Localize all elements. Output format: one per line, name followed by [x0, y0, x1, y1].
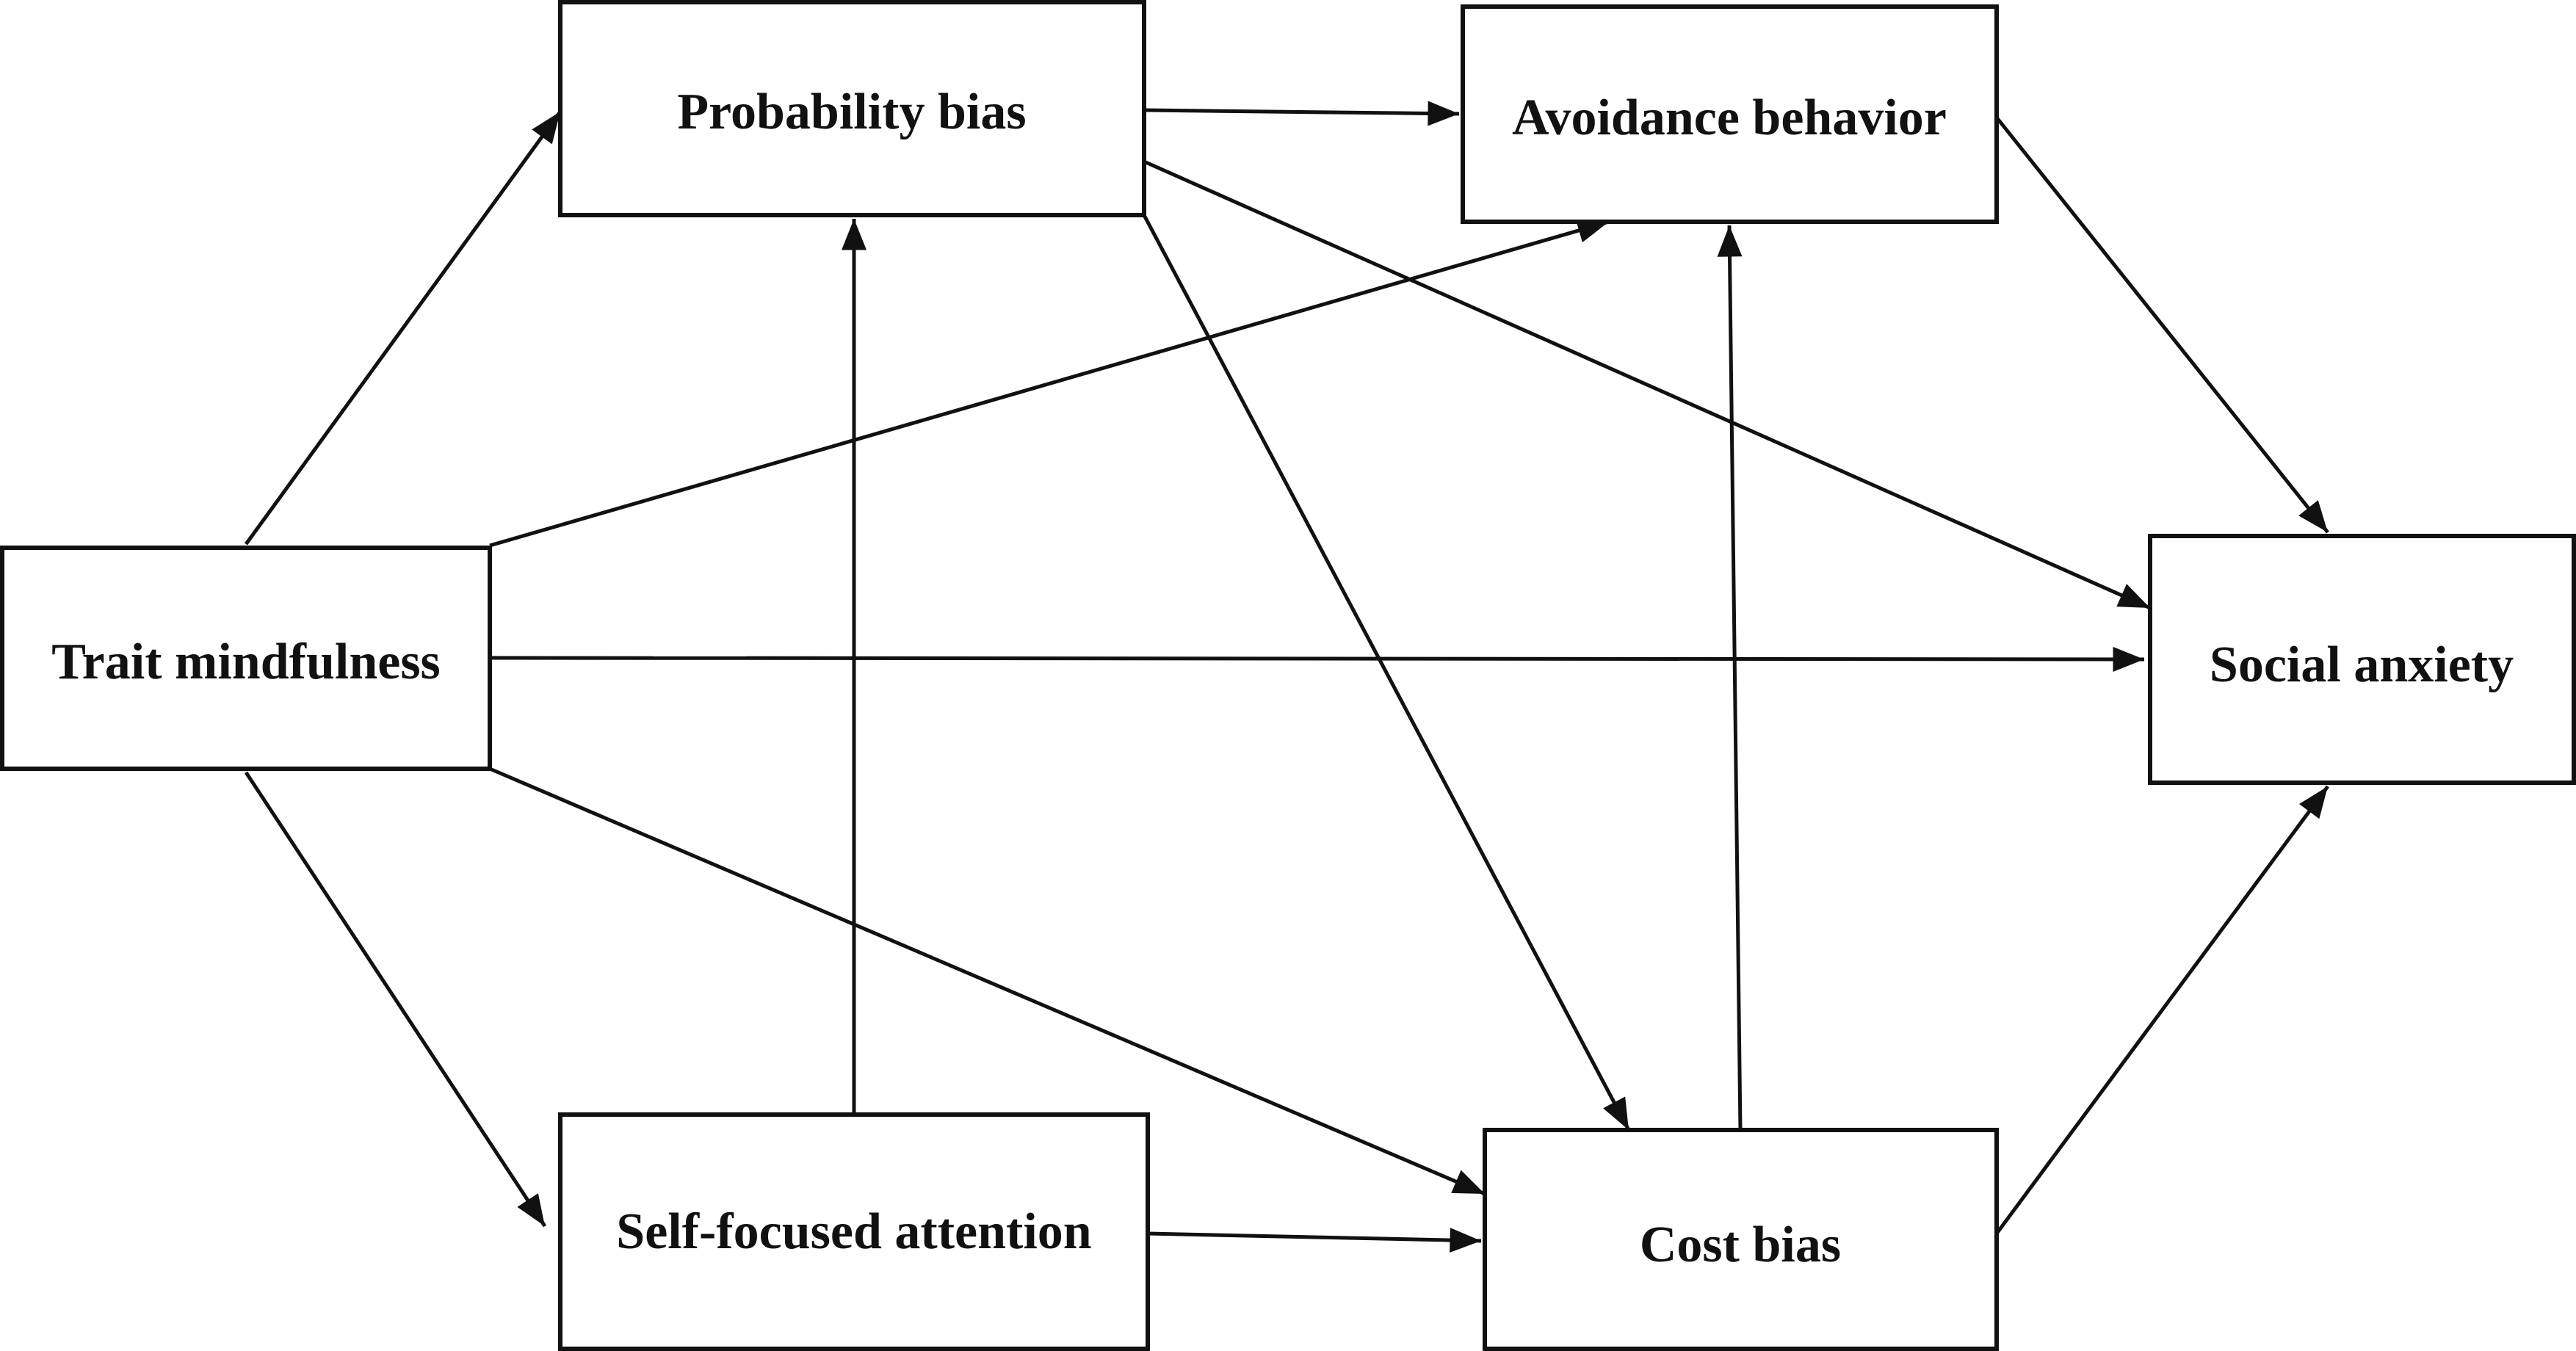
node-trait-mindfulness: Trait mindfulness [0, 546, 492, 771]
node-label-self-focused-attention: Self-focused attention [616, 1203, 1091, 1260]
node-self-focused-attention: Self-focused attention [558, 1112, 1150, 1351]
edge-avoidance-behavior-to-social-anxiety [1995, 116, 2329, 534]
node-social-anxiety: Social anxiety [2148, 534, 2576, 785]
node-cost-bias: Cost bias [1483, 1128, 1999, 1351]
edges-layer [244, 101, 2330, 1253]
edge-trait-mindfulness-to-social-anxiety [489, 646, 2145, 672]
node-probability-bias: Probability bias [558, 0, 1146, 217]
edge-trait-mindfulness-to-cost-bias [489, 767, 1486, 1196]
edge-trait-mindfulness-to-self-focused-attention [244, 771, 547, 1228]
node-label-cost-bias: Cost bias [1640, 1217, 1841, 1273]
edge-trait-mindfulness-to-probability-bias [244, 110, 562, 546]
edge-trait-mindfulness-to-avoidance-behavior [489, 218, 1610, 548]
node-label-probability-bias: Probability bias [677, 84, 1026, 140]
edge-probability-bias-to-cost-bias [1142, 214, 1631, 1131]
edge-cost-bias-to-social-anxiety [1994, 785, 2330, 1235]
edge-probability-bias-to-social-anxiety [1143, 159, 2152, 610]
node-label-social-anxiety: Social anxiety [2210, 637, 2514, 693]
node-label-trait-mindfulness: Trait mindfulness [51, 634, 441, 690]
node-avoidance-behavior: Avoidance behavior [1461, 4, 1999, 224]
edge-self-focused-attention-to-cost-bias [1147, 1228, 1482, 1253]
node-label-avoidance-behavior: Avoidance behavior [1512, 90, 1947, 146]
edge-probability-bias-to-avoidance-behavior [1143, 101, 1460, 126]
edge-cost-bias-to-avoidance-behavior [1717, 225, 1743, 1131]
